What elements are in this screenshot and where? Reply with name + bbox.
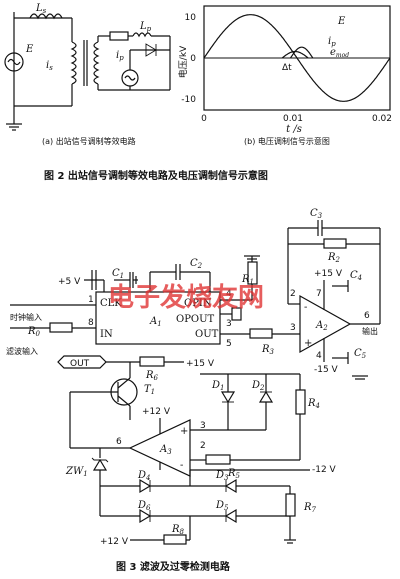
a2-pin7: 7 [316,289,322,299]
x-axis-label: t /s [286,124,302,135]
d4-label: D4 [137,470,151,482]
clock-input-label: 时钟输入 [10,312,42,322]
x-tick-001: 0.01 [283,114,303,124]
pin5-label: 5 [226,339,232,349]
a3-pin3: 3 [200,421,206,431]
panel-a-caption: (a) 出站信号调制等效电路 [42,136,136,146]
y-axis-label: 电压/kV [177,45,189,78]
r0-label: R0 [27,326,41,338]
a3-plus12-label: +12 V [142,407,171,417]
c1-label: C1 [112,268,124,280]
y-tick-neg10: -10 [181,95,196,105]
is-label: is [46,60,53,72]
d5-label: D5 [215,500,229,512]
a2-label: A2 [315,320,328,332]
y-tick-10: 10 [185,13,197,23]
a1-chip [95,291,221,345]
out-tag-label: OUT [70,359,90,369]
a1-opin-pin: OPIN [184,298,212,309]
d3-diode [224,478,237,494]
r8-label: R8 [171,524,185,536]
d3-label: D3 [215,470,229,482]
e-source-label: E [25,44,34,55]
x-tick-002: 0.02 [372,114,392,124]
plus5v-label: +5 V [58,277,81,287]
out-tag [57,355,107,369]
d2-diode [258,390,274,403]
a3-minus: - [180,460,183,471]
d6-diode [139,508,152,524]
a2-pin3: 3 [290,323,296,333]
a3-plus: + [180,426,188,437]
panel-b-caption: (b) 电压调制信号示意图 [244,136,330,146]
a3-pin6: 6 [116,437,122,447]
x-tick-0: 0 [201,114,207,124]
r7-label: R7 [303,502,317,514]
series-e-curve [203,14,391,102]
r5-label: R5 [227,468,241,480]
a2-pin6: 6 [364,311,370,321]
a3-pin2: 2 [200,441,206,451]
minus12-label: -12 V [312,465,337,475]
d5-diode [224,508,237,524]
d2-label: D2 [251,380,265,392]
pin8-label: 8 [88,318,94,328]
series-emod-label: emod [330,47,349,59]
pin4-label: 4 [226,289,232,299]
a2-minus: - [304,302,307,313]
watermark: 电子发烧友网 [108,282,264,313]
c5-label: C5 [354,348,367,360]
d1-label: D1 [211,380,225,392]
a3-label: A3 [159,444,172,456]
r1-label: R1 [241,274,254,286]
series-e-label: E [337,16,346,27]
plus12b-label: +12 V [100,537,129,547]
a2-pin4: 4 [316,351,322,361]
d1-diode [220,391,236,404]
pin1-label: 1 [88,295,94,305]
a2-plus15-label: +15 V [314,269,343,279]
r4-label: R4 [307,398,320,410]
r3-label: R3 [261,344,275,356]
delta-t-label: Δt [282,63,292,73]
pin3-label: 3 [226,319,232,329]
c4-label: C4 [350,270,362,282]
fig2a-circuit: Ls Lp E is ip (a) 出站信号调制等效电路 [4,3,171,146]
r6-plus15-label: +15 V [186,359,215,369]
fig3-circuit: CLK IN OPIN OPOUT OUT A1 +5 V C1 C2 R1 [6,208,381,547]
a1-in-pin: IN [100,329,113,340]
series-emod-curve [281,50,309,59]
a1-label: A1 [149,316,162,328]
a1-clk-pin: CLK [100,298,122,309]
r6-label: R6 [145,370,159,382]
a2-pin2: 2 [290,289,296,299]
fig2b-chart: 电压/kV 10 0 -10 0 0.01 0.02 t /s E ip emo… [177,5,392,146]
lp-label: Lp [139,21,152,33]
d6-label: D6 [137,500,151,512]
a1-out-pin: OUT [195,329,219,340]
figure-3-caption: 图 3 滤波及过零检测电路 [116,560,231,573]
c3-label: C3 [310,208,323,220]
series-ip-curve [289,46,314,59]
figure-2-caption: 图 2 出站信号调制等效电路及电压调制信号示意图 [44,169,268,182]
output-label: 输出 [362,326,378,336]
a2-minus15-label: -15 V [314,365,339,375]
t1-label: T1 [144,384,155,396]
y-tick-0: 0 [190,54,196,64]
series-ip-label: ip [328,36,336,48]
ip-label: ip [116,50,124,62]
a2-plus: + [304,338,312,349]
filter-input-label: 滤波输入 [6,346,38,356]
r2-label: R2 [327,252,341,264]
ls-label: Ls [35,3,47,15]
c2-label: C2 [190,258,203,270]
a2-opamp [299,294,352,354]
d4-diode [139,478,152,494]
zw1-zener [92,458,108,471]
a1-opout-pin: OPOUT [176,314,215,325]
zw1-label: ZW1 [65,466,88,478]
